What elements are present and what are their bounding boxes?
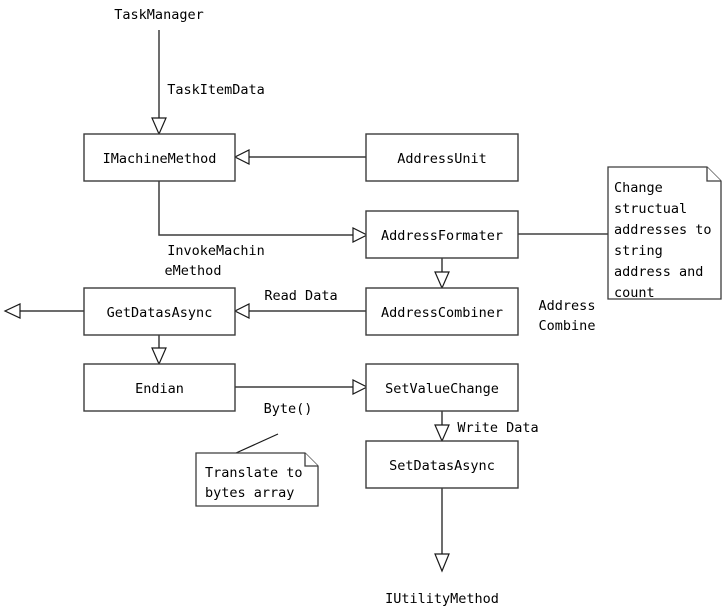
note-change-address-line-3: addresses to: [614, 222, 712, 238]
note-change-address-line-4: string: [614, 243, 663, 259]
note-change-address-line-1: Change: [614, 180, 663, 196]
edge-label-invoke-machine-method-line2: eMethod: [165, 263, 222, 279]
node-endian[interactable]: Endian: [83, 363, 236, 412]
note-change-address-line-6: count: [614, 285, 655, 301]
node-addressformater[interactable]: AddressFormater: [365, 210, 519, 259]
arrowhead-setvaluechange-to-setdatasasync: [434, 424, 450, 443]
node-label-getdatasasync: GetDatasAsync: [107, 305, 213, 321]
edge-label-address-combine-line1: Address: [539, 298, 596, 314]
note-translate-bytes[interactable]: Translate to bytes array: [195, 452, 319, 507]
arrowhead-getdatasasync-left-exit: [3, 303, 21, 319]
node-label-imachinemethod: IMachineMethod: [103, 151, 217, 167]
edge-label-address-combine-line2: Combine: [539, 318, 596, 334]
note-change-address[interactable]: Change structual addresses to string add…: [607, 166, 722, 301]
endpoint-label-taskmanager: TaskManager: [114, 7, 203, 23]
node-addressunit[interactable]: AddressUnit: [365, 133, 519, 182]
arrowhead-getdatasasync-to-endian: [151, 347, 167, 366]
node-imachinemethod[interactable]: IMachineMethod: [83, 133, 236, 182]
arrowhead-addressformater-to-addresscombiner: [434, 271, 450, 290]
arrowhead-addressunit-to-imachinemethod: [233, 149, 250, 165]
edge-imachinemethod-to-addressformater: [158, 181, 353, 236]
arrowhead-imachinemethod-to-addressformater: [352, 227, 369, 243]
edge-label-invoke-machine-method-line1: InvokeMachin: [167, 243, 265, 259]
endpoint-label-iutilitymethod: IUtilityMethod: [385, 591, 499, 607]
node-label-addressformater: AddressFormater: [381, 228, 503, 244]
node-label-addresscombiner: AddressCombiner: [381, 305, 503, 321]
edge-label-byte-call: Byte(): [264, 401, 313, 417]
arrowhead-endian-to-setvaluechange: [352, 379, 369, 395]
note-change-address-line-2: structual: [614, 201, 687, 217]
node-setvaluechange[interactable]: SetValueChange: [365, 363, 519, 412]
edge-label-read-data: Read Data: [264, 288, 337, 304]
note-translate-bytes-line-2: bytes array: [205, 485, 294, 501]
edge-note-translate-connector: [235, 433, 279, 454]
note-change-address-line-5: address and: [614, 264, 703, 280]
edge-label-task-item-data: TaskItemData: [167, 82, 265, 98]
edge-label-write-data: Write Data: [457, 420, 538, 436]
node-setdatasasync[interactable]: SetDatasAsync: [365, 440, 519, 489]
node-label-endian: Endian: [135, 381, 184, 397]
node-label-setvaluechange: SetValueChange: [385, 381, 499, 397]
node-label-addressunit: AddressUnit: [397, 151, 486, 167]
node-label-setdatasasync: SetDatasAsync: [389, 458, 495, 474]
arrowhead-addresscombiner-to-getdatasasync: [233, 303, 250, 319]
note-translate-bytes-line-1: Translate to: [205, 465, 303, 481]
node-addresscombiner[interactable]: AddressCombiner: [365, 287, 519, 336]
arrowhead-setdatasasync-to-iutilitymethod: [434, 553, 450, 573]
node-getdatasasync[interactable]: GetDatasAsync: [83, 287, 236, 336]
arrowhead-taskmanager-to-imachinemethod: [151, 117, 167, 136]
